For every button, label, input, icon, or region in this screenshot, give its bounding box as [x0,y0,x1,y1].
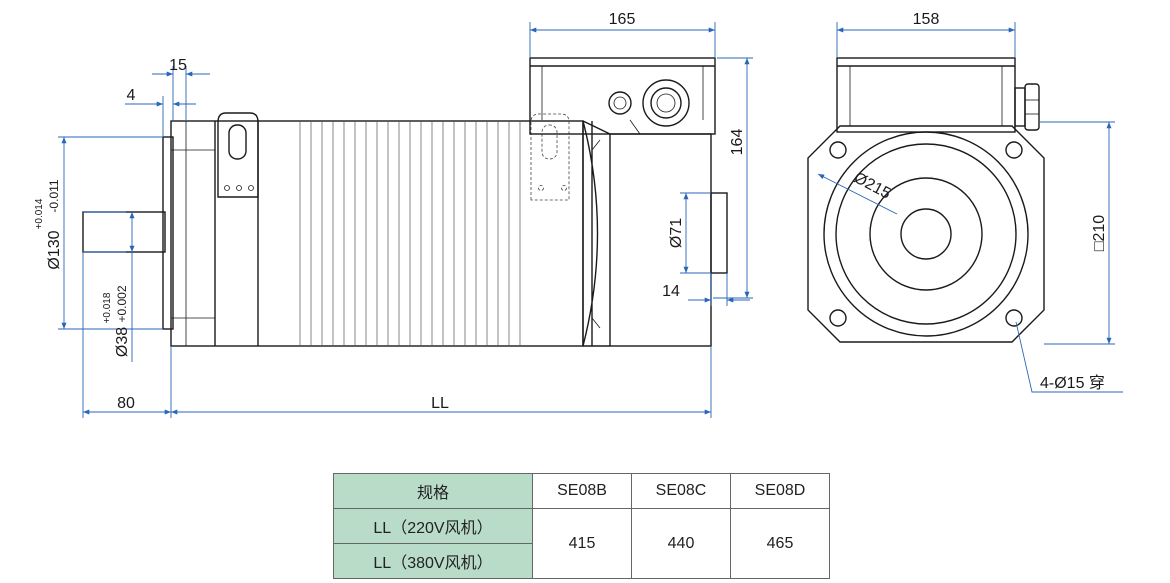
table-value-se08d: 465 [730,508,830,579]
dim-80: 80 [117,395,135,412]
fan-spoke-inner [975,261,1003,280]
motor-technical-drawing: 165 164 15 4 Ø130 +0.014 -0.011 Ø38 +0.0… [34,11,1123,418]
dim-38-tol-upper: +0.018 [102,292,113,323]
table-model-se08b: SE08B [532,473,632,509]
shaft [82,211,166,253]
spec-table: 规格 SE08B SE08C SE08D LL（220V风机） 415 440 … [333,473,830,579]
table-row-ll-220v: LL（220V风机） [333,508,533,544]
fan-housing [609,133,712,347]
dim-130-tol-lower: -0.011 [47,179,61,212]
table-value-se08c: 440 [631,508,731,579]
terminal-box [529,57,716,135]
encoder-boss [710,192,728,274]
fan-spokes [838,146,1011,294]
cable-gland-small [608,91,632,115]
dim-165: 165 [609,11,636,28]
dim-38: Ø38 [114,327,131,357]
table-header-spec: 规格 [333,473,533,509]
lifting-eye-rear [530,113,570,201]
mounting-hole [829,141,847,159]
fan-spoke-inner [942,149,955,180]
dim-71: Ø71 [668,218,685,248]
table-model-se08d: SE08D [730,473,830,509]
fan-spoke-inner [841,250,872,263]
table-value-se08b: 415 [532,508,632,579]
dim-210: □210 [1091,215,1108,251]
terminal-box-end [836,57,1016,133]
square-flange [807,125,1045,343]
table-model-se08c: SE08C [631,473,731,509]
fan-spoke-inner [838,223,869,230]
dim-130-tol-upper: +0.014 [34,198,45,229]
dim-158: 158 [913,11,940,28]
dim-38-tol-lower: +0.002 [115,285,129,322]
dim-130: Ø130 [46,230,63,269]
fan-spoke-inner [980,250,1011,263]
dim-ll: LL [431,395,449,412]
dim-215: Ø215 [851,169,894,202]
fan-spoke-inner [968,271,993,294]
fan-spoke-inner [897,149,910,180]
fan-spoke-inner [838,238,869,245]
table-row-ll-380v: LL（380V风机） [333,543,533,579]
mounting-hole [829,309,847,327]
front-flange [162,136,174,330]
mounting-hole [1005,141,1023,159]
fan-spoke-inner [930,146,937,177]
cable-gland-large [642,79,690,127]
dim-4: 4 [127,87,136,104]
end-view: 158 □210 Ø215 4-Ø15 穿 [807,11,1123,393]
dim-14: 14 [662,283,680,300]
rear-end-cap [582,120,599,347]
dim-164: 164 [729,129,746,156]
mounting-hole [1005,309,1023,327]
lifting-eye-front [217,112,259,198]
fan-spoke-inner [915,146,922,177]
dim-mounting-holes: 4-Ø15 穿 [1040,374,1105,392]
cooling-fins [299,121,521,346]
dim-15: 15 [169,57,187,74]
side-view: 165 164 15 4 Ø130 +0.014 -0.011 Ø38 +0.0… [34,11,753,418]
